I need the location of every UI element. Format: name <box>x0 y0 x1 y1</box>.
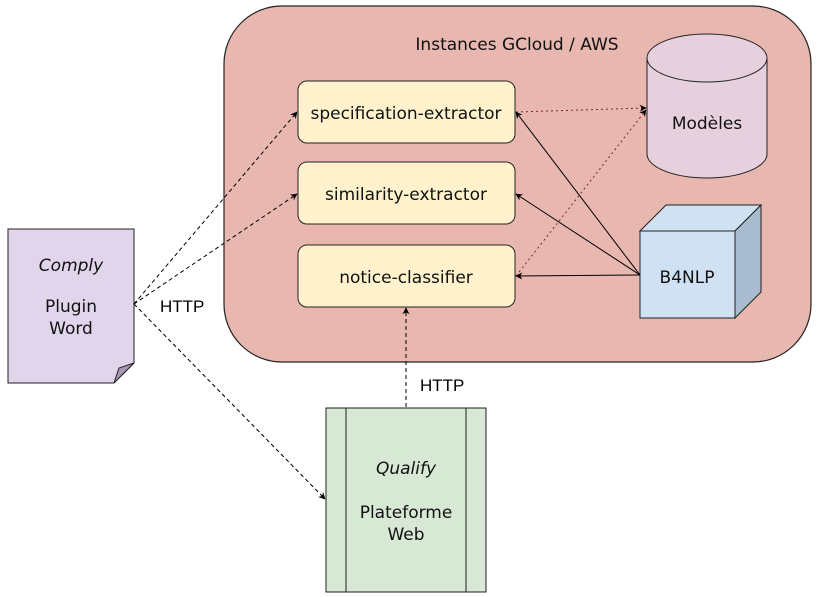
edge-b4nlp-notice <box>515 272 641 280</box>
qualify-line2: Web <box>387 525 424 545</box>
b4nlp-cube-icon: B4NLP <box>638 203 763 320</box>
qualify-platform-box: Qualify Plateforme Web <box>325 407 487 593</box>
edge-b4nlp-similarity <box>515 193 641 276</box>
edge-b4nlp-specification <box>515 111 641 276</box>
edge-label-qualify-http: HTTP <box>420 376 464 395</box>
qualify-title: Qualify <box>376 459 437 479</box>
cloud-title: Instances GCloud / AWS <box>415 35 618 55</box>
service-label: similarity-extractor <box>325 185 487 205</box>
models-database-icon: Modèles <box>646 33 768 179</box>
b4nlp-label: B4NLP <box>660 268 715 288</box>
service-label: specification-extractor <box>310 104 501 124</box>
edge-notice-models <box>515 109 647 277</box>
service-label: notice-classifier <box>339 268 473 288</box>
service-similarity-extractor: similarity-extractor <box>297 161 516 225</box>
service-notice-classifier: notice-classifier <box>297 244 516 308</box>
edge-specification-models <box>515 104 647 113</box>
edge-label-comply-http: HTTP <box>160 297 204 316</box>
comply-line2: Word <box>49 319 93 339</box>
models-label: Modèles <box>672 114 743 134</box>
service-specification-extractor: specification-extractor <box>297 80 516 144</box>
comply-line1: Plugin <box>45 297 97 317</box>
edge-comply-qualify <box>133 303 326 500</box>
comply-title: Comply <box>39 256 104 276</box>
comply-document-icon: Comply Plugin Word <box>7 228 135 384</box>
edge-comply-similarity <box>133 193 298 305</box>
qualify-line1: Plateforme <box>360 503 453 523</box>
